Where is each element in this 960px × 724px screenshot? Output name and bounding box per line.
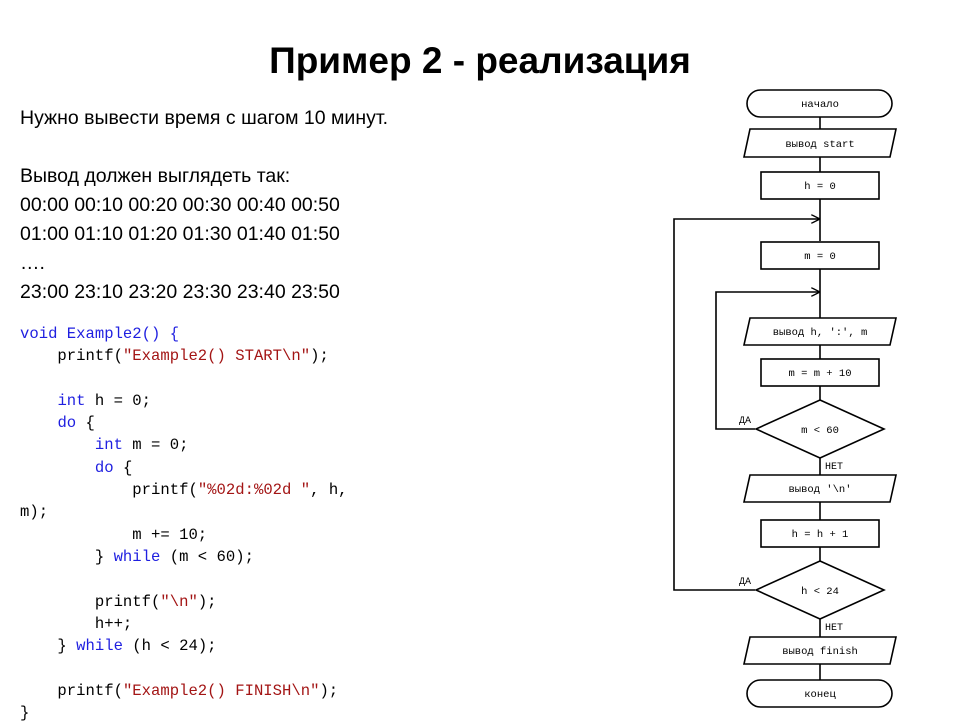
output-intro: Вывод должен выглядеть так:: [20, 165, 291, 187]
code-text: }: [20, 704, 30, 723]
code-line: m);: [20, 501, 348, 523]
code-line: do {: [20, 457, 348, 479]
code-text: h = 0;: [85, 391, 152, 410]
h-increment-block: [760, 519, 880, 548]
code-line: m += 10;: [20, 524, 348, 546]
code-line: int h = 0;: [20, 390, 348, 412]
code-text: printf(: [20, 681, 123, 700]
no-label-outer: НЕТ: [825, 623, 843, 634]
code-line: printf("Example2() START\n");: [20, 345, 348, 367]
code-keyword: int: [94, 436, 123, 455]
code-text: (m < 60);: [160, 547, 254, 566]
output-ellipsis: ….: [20, 252, 45, 274]
page-title: Пример 2 - реализация: [269, 40, 691, 81]
code-line: printf("Example2() FINISH\n");: [20, 680, 348, 702]
output-finish-block: [743, 636, 897, 665]
output-start-block: [743, 128, 897, 158]
h-init-block: [760, 171, 880, 200]
code-line: do {: [20, 412, 348, 434]
yes-label-outer: ДА: [739, 577, 751, 588]
code-keyword: while: [113, 547, 161, 566]
inner-loop-arrow: [715, 292, 820, 430]
output-finish-label: вывод finish: [782, 646, 858, 658]
code-line: } while (h < 24);: [20, 635, 348, 657]
h-init-label: h = 0: [804, 181, 836, 193]
h-increment-label: h = h + 1: [792, 529, 849, 541]
outer-loop-arrow: [673, 219, 820, 591]
output-line-last: 23:00 23:10 23:20 23:30 23:40 23:50: [20, 281, 340, 303]
end-label: конец: [804, 689, 836, 701]
no-label-inner: НЕТ: [825, 462, 843, 473]
code-text: printf(: [20, 347, 123, 366]
code-string: "Example2() START\n": [122, 347, 311, 366]
code-line: printf("\n");: [20, 591, 348, 613]
m-condition-label: m < 60: [801, 425, 839, 437]
start-terminal: [746, 89, 893, 118]
code-keyword: int: [57, 391, 86, 410]
code-line: int m = 0;: [20, 434, 348, 456]
code-line: } while (m < 60);: [20, 546, 348, 568]
code-keyword: do: [94, 458, 114, 477]
code-text: }: [20, 547, 114, 566]
code-text: m += 10;: [20, 525, 208, 544]
code-text: {: [113, 458, 133, 477]
code-text: {: [76, 414, 95, 433]
output-newline-block: [743, 474, 897, 503]
m-init-label: m = 0: [804, 251, 836, 263]
code-line: printf("%02d:%02d ", h,: [20, 479, 348, 501]
output-newline-label: вывод '\n': [788, 484, 851, 496]
task-text: Нужно вывести время с шагом 10 минут.: [20, 107, 389, 129]
code-line: }: [20, 702, 348, 724]
m-condition-decision: [754, 399, 886, 459]
h-condition-decision: [754, 560, 886, 620]
code-text: void Example2() {: [20, 325, 180, 343]
code-text: m = 0;: [122, 436, 189, 455]
code-text: h++;: [20, 614, 133, 633]
m-increment-block: [760, 358, 880, 387]
m-increment-label: m = m + 10: [788, 368, 851, 380]
code-line: h++;: [20, 613, 348, 635]
code-text: printf(: [20, 481, 198, 500]
code-text: );: [197, 592, 217, 611]
h-condition-label: h < 24: [801, 586, 839, 598]
start-label: начало: [801, 99, 839, 111]
yes-label-inner: ДА: [739, 416, 751, 427]
m-init-block: [760, 241, 880, 270]
end-terminal: [746, 679, 893, 708]
code-text: m);: [20, 503, 49, 522]
output-hm-label: вывод h, ':', m: [773, 327, 868, 339]
code-line: void Example2() {: [20, 323, 348, 345]
code-string: "Example2() FINISH\n": [122, 681, 320, 700]
code-text: }: [20, 637, 77, 656]
output-line-1: 00:00 00:10 00:20 00:30 00:40 00:50: [20, 194, 340, 216]
code-text: , h,: [310, 481, 348, 500]
code-keyword: while: [76, 637, 123, 656]
code-string: "\n": [160, 592, 198, 611]
output-start-label: вывод start: [785, 139, 854, 151]
code-listing: void Example2() { printf("Example2() STA…: [20, 323, 348, 724]
output-hm-block: [743, 317, 897, 346]
code-text: );: [319, 681, 339, 700]
code-text: printf(: [20, 592, 161, 611]
code-string: "%02d:%02d ": [197, 481, 311, 500]
code-text: );: [310, 347, 329, 366]
output-line-2: 01:00 01:10 01:20 01:30 01:40 01:50: [20, 223, 340, 245]
code-keyword: do: [57, 414, 77, 433]
code-text: (h < 24);: [122, 637, 217, 656]
task-description: Нужно вывести время с шагом 10 минут. Вы…: [20, 104, 388, 307]
